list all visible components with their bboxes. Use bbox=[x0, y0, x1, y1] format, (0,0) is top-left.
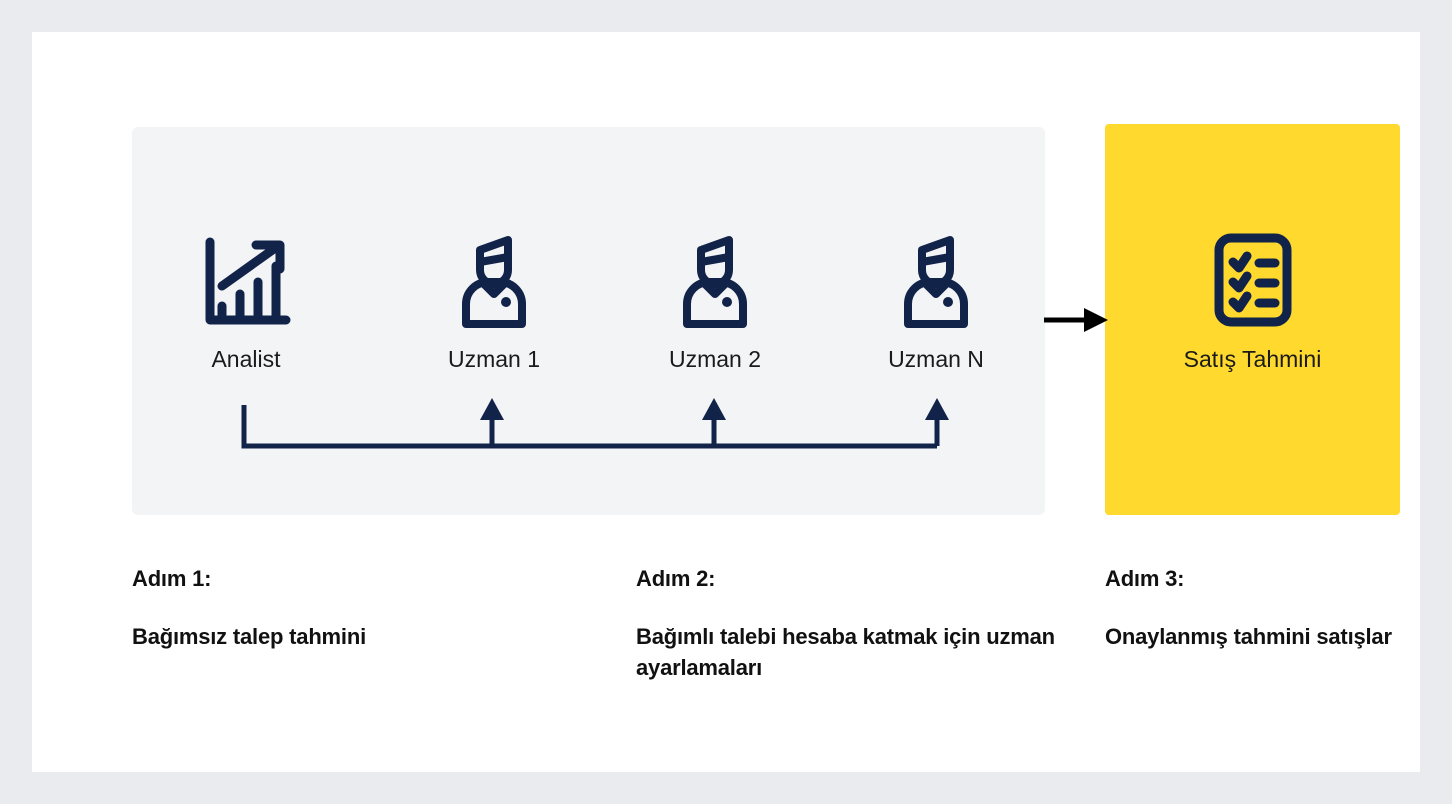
actor-label: Uzman N bbox=[888, 346, 984, 372]
step-description: Onaylanmış tahmini satışlar bbox=[1105, 623, 1392, 649]
actor-label: Uzman 1 bbox=[447, 346, 541, 372]
actor-label: Analist bbox=[211, 346, 281, 372]
step-2: Adım 2: Bağımlı talebi hesaba katmak içi… bbox=[636, 565, 1066, 684]
step-description: Bağımsız talep tahmini bbox=[132, 623, 366, 649]
actor-expert-2: Uzman 2 bbox=[615, 228, 815, 371]
diagram-card: Analist Uzman 1 bbox=[32, 32, 1420, 772]
step-3: Adım 3: Onaylanmış tahmini satışlar bbox=[1105, 565, 1435, 652]
actor-expert-1: Uzman 1 bbox=[394, 228, 594, 371]
outcome-block: Satış Tahmini bbox=[1105, 228, 1400, 371]
checklist-clipboard-icon bbox=[1105, 228, 1400, 328]
step-description: Bağımlı talebi hesaba katmak için uzman … bbox=[636, 623, 1055, 681]
expert-person-icon bbox=[394, 228, 594, 328]
analyst-to-experts-feedback-bus bbox=[241, 398, 949, 449]
step-1: Adım 1: Bağımsız talep tahmini bbox=[132, 565, 602, 652]
outcome-label: Satış Tahmini bbox=[1183, 346, 1322, 372]
actor-analyst: Analist bbox=[146, 228, 346, 371]
actor-label: Uzman 2 bbox=[668, 346, 762, 372]
experts-to-outcome-arrow bbox=[1044, 308, 1108, 332]
growth-chart-icon bbox=[146, 228, 346, 328]
actor-expert-n: Uzman N bbox=[836, 228, 1036, 371]
step-title: Adım 1: bbox=[132, 566, 212, 591]
expert-person-icon bbox=[836, 228, 1036, 328]
expert-person-icon bbox=[615, 228, 815, 328]
step-title: Adım 2: bbox=[636, 566, 716, 591]
step-title: Adım 3: bbox=[1105, 566, 1185, 591]
